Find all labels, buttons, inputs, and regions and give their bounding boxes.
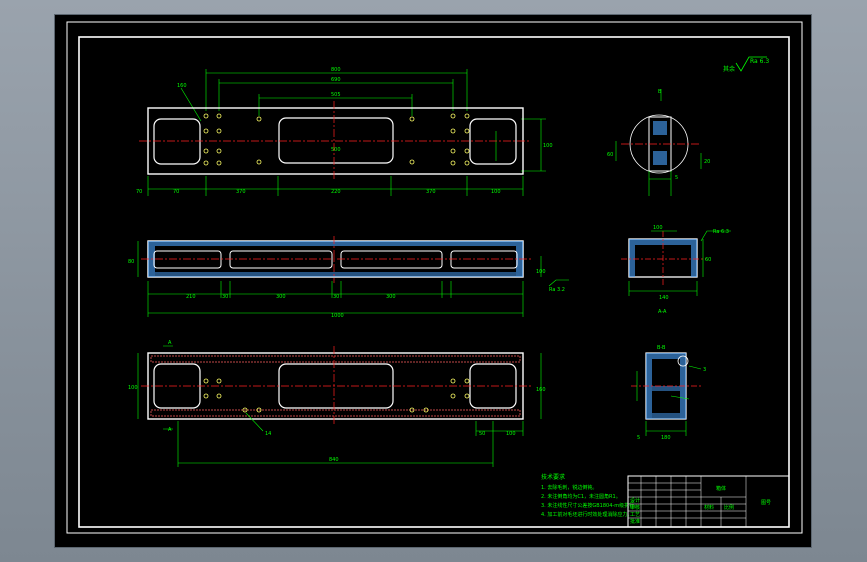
dim-text: 20 xyxy=(704,159,710,165)
side-view: 100 140 60 Ra 6.3 A-A xyxy=(621,225,731,315)
roughness-value: Ra 6.3 xyxy=(750,58,769,65)
technical-notes: 技术要求 1. 去除毛刺，锐边倒钝。 2. 未注倒角均为C1，未注圆角R1。 3… xyxy=(541,473,639,518)
section-bb-view: B-B 180 5 3 xyxy=(631,345,706,441)
roughness-front: Ra 3.2 xyxy=(549,287,565,293)
section-label: A xyxy=(168,427,172,433)
dim-text: 100 xyxy=(491,189,501,195)
title-row: 设计 xyxy=(630,497,640,504)
dim-text: 70 xyxy=(173,189,179,195)
dim-text: 30 xyxy=(222,294,228,300)
front-view: 80 210 30 300 30 300 1000 100 Ra 3.2 xyxy=(128,236,569,319)
dim-text: 220 xyxy=(331,189,341,195)
dim-text: 70 xyxy=(136,189,142,195)
dim-text: 100 xyxy=(536,269,546,275)
sheet-inner-border xyxy=(78,36,790,528)
section-label: A-A xyxy=(658,309,667,315)
dim-text: 840 xyxy=(329,457,339,463)
section-label: B xyxy=(658,89,662,95)
dim-text: 800 xyxy=(331,67,341,73)
title-part-name: 箱体 xyxy=(716,485,726,492)
dim-text: 100 xyxy=(128,385,138,391)
roughness-side: Ra 6.3 xyxy=(713,229,729,235)
dim-text: 160 xyxy=(177,83,187,89)
sheet-outer-border xyxy=(66,21,803,534)
cad-viewport[interactable]: 其余 Ra 6.3 xyxy=(54,14,812,548)
dim-text: 160 xyxy=(536,387,546,393)
title-row: 批准 xyxy=(630,518,640,525)
title-scale: 比例 xyxy=(724,504,734,511)
dim-text: 370 xyxy=(426,189,436,195)
title-drawing-code: 图号 xyxy=(761,500,771,506)
dim-text: 3 xyxy=(703,367,706,373)
title-row: 审核 xyxy=(630,504,640,511)
dim-text: 5 xyxy=(675,175,678,181)
roughness-symbol-general: 其余 Ra 6.3 xyxy=(723,56,769,73)
dim-text: 14 xyxy=(265,431,271,437)
dim-text: 50 xyxy=(479,431,485,437)
dim-text: 300 xyxy=(386,294,396,300)
bottom-view: 100 160 50 100 840 14 A A xyxy=(128,340,546,467)
note-line: 1. 去除毛刺，锐边倒钝。 xyxy=(541,484,597,491)
detail-view: B 60 20 5 xyxy=(607,89,710,196)
dim-text: 80 xyxy=(128,259,134,265)
dim-text: 300 xyxy=(276,294,286,300)
top-view: 800 690 505 500 70 70 370 220 370 100 10… xyxy=(136,67,553,196)
note-line: 3. 未注线性尺寸公差按GB1804-m级执行。 xyxy=(541,502,639,509)
dim-text: 5 xyxy=(637,435,640,441)
dim-text: 100 xyxy=(506,431,516,437)
dim-text: 505 xyxy=(331,92,341,98)
dim-text: 30 xyxy=(333,294,339,300)
dim-text: 210 xyxy=(186,294,196,300)
dim-text: 60 xyxy=(705,257,711,263)
note-line: 2. 未注倒角均为C1，未注圆角R1。 xyxy=(541,493,621,500)
dim-text: 100 xyxy=(653,225,663,231)
dim-text: 180 xyxy=(661,435,671,441)
section-label: A xyxy=(168,340,172,346)
dim-text: 100 xyxy=(543,143,553,149)
section-label: B-B xyxy=(657,345,666,351)
title-row: 工艺 xyxy=(630,512,640,518)
note-line: 4. 加工前对毛坯进行时效处理消除应力。 xyxy=(541,511,632,518)
engineering-drawing: 其余 Ra 6.3 xyxy=(66,21,803,534)
dim-text: 60 xyxy=(607,152,613,158)
dim-text: 500 xyxy=(331,147,341,153)
dim-text: 1000 xyxy=(331,313,344,319)
title-block: 箱体 图号 材料 比例 设计 审核 工艺 批准 xyxy=(627,475,790,528)
dim-text: 140 xyxy=(659,295,669,301)
roughness-prefix: 其余 xyxy=(723,65,735,73)
title-material: 材料 xyxy=(704,504,714,511)
dim-text: 690 xyxy=(331,77,341,83)
dim-text: 370 xyxy=(236,189,246,195)
notes-title: 技术要求 xyxy=(541,473,565,481)
